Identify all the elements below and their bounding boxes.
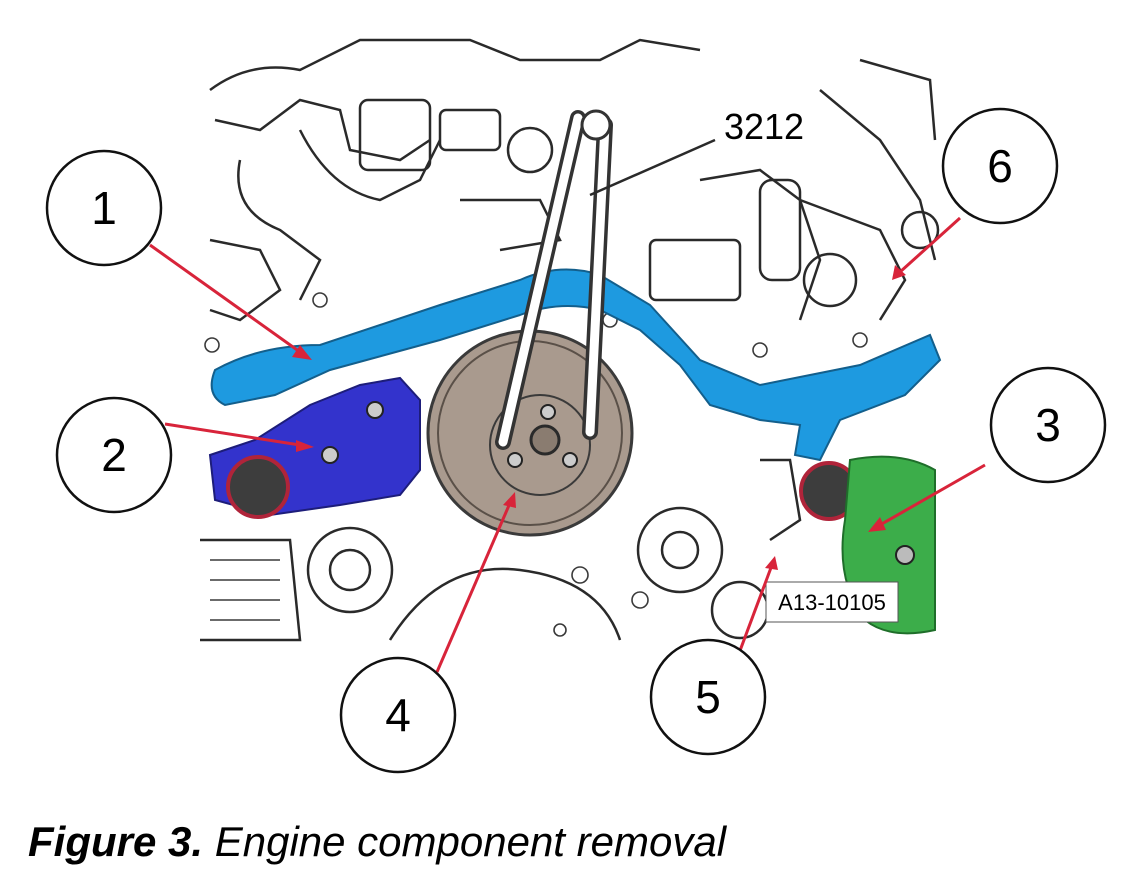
figure-caption-text: Engine component removal	[214, 818, 727, 865]
reference-code-box	[765, 581, 899, 623]
leader-line-4	[435, 502, 512, 673]
callout-number: 3	[1035, 399, 1061, 451]
callout-4: 4	[339, 656, 457, 774]
callout-5: 5	[649, 638, 767, 756]
leader-arrowheads	[292, 265, 906, 570]
housing-bolt	[366, 401, 384, 419]
tool-label: 3212	[724, 106, 804, 147]
leader-line-2	[164, 422, 301, 447]
callout-number: 1	[91, 182, 117, 234]
leader-lines	[149, 216, 986, 673]
callout-2: 2	[55, 396, 173, 514]
pulley-bolt	[895, 545, 915, 565]
figure-caption: Figure 3. Engine component removal	[28, 818, 726, 866]
leader-line-3	[879, 463, 986, 527]
tool-leader-line	[589, 138, 716, 197]
engine-line-art	[198, 28, 940, 642]
plug-left	[226, 455, 290, 519]
vibration-damper	[426, 329, 634, 537]
leader-line-1	[149, 243, 301, 354]
leader-line-6	[898, 216, 962, 274]
counterhold-tool	[495, 109, 613, 450]
callout-number: 6	[987, 140, 1013, 192]
tool-label-box	[700, 102, 828, 150]
callout-3: 3	[989, 366, 1107, 484]
callout-6: 6	[941, 107, 1059, 225]
leader-line-5	[736, 564, 774, 657]
figure-label: Figure 3.	[28, 818, 204, 865]
reference-code: A13-10105	[778, 590, 886, 615]
callout-number: 2	[101, 429, 127, 481]
coolant-pipe	[210, 268, 942, 462]
callout-1: 1	[45, 149, 163, 267]
housing-bolt	[321, 446, 339, 464]
callout-number: 4	[385, 689, 411, 741]
callout-number: 5	[695, 671, 721, 723]
